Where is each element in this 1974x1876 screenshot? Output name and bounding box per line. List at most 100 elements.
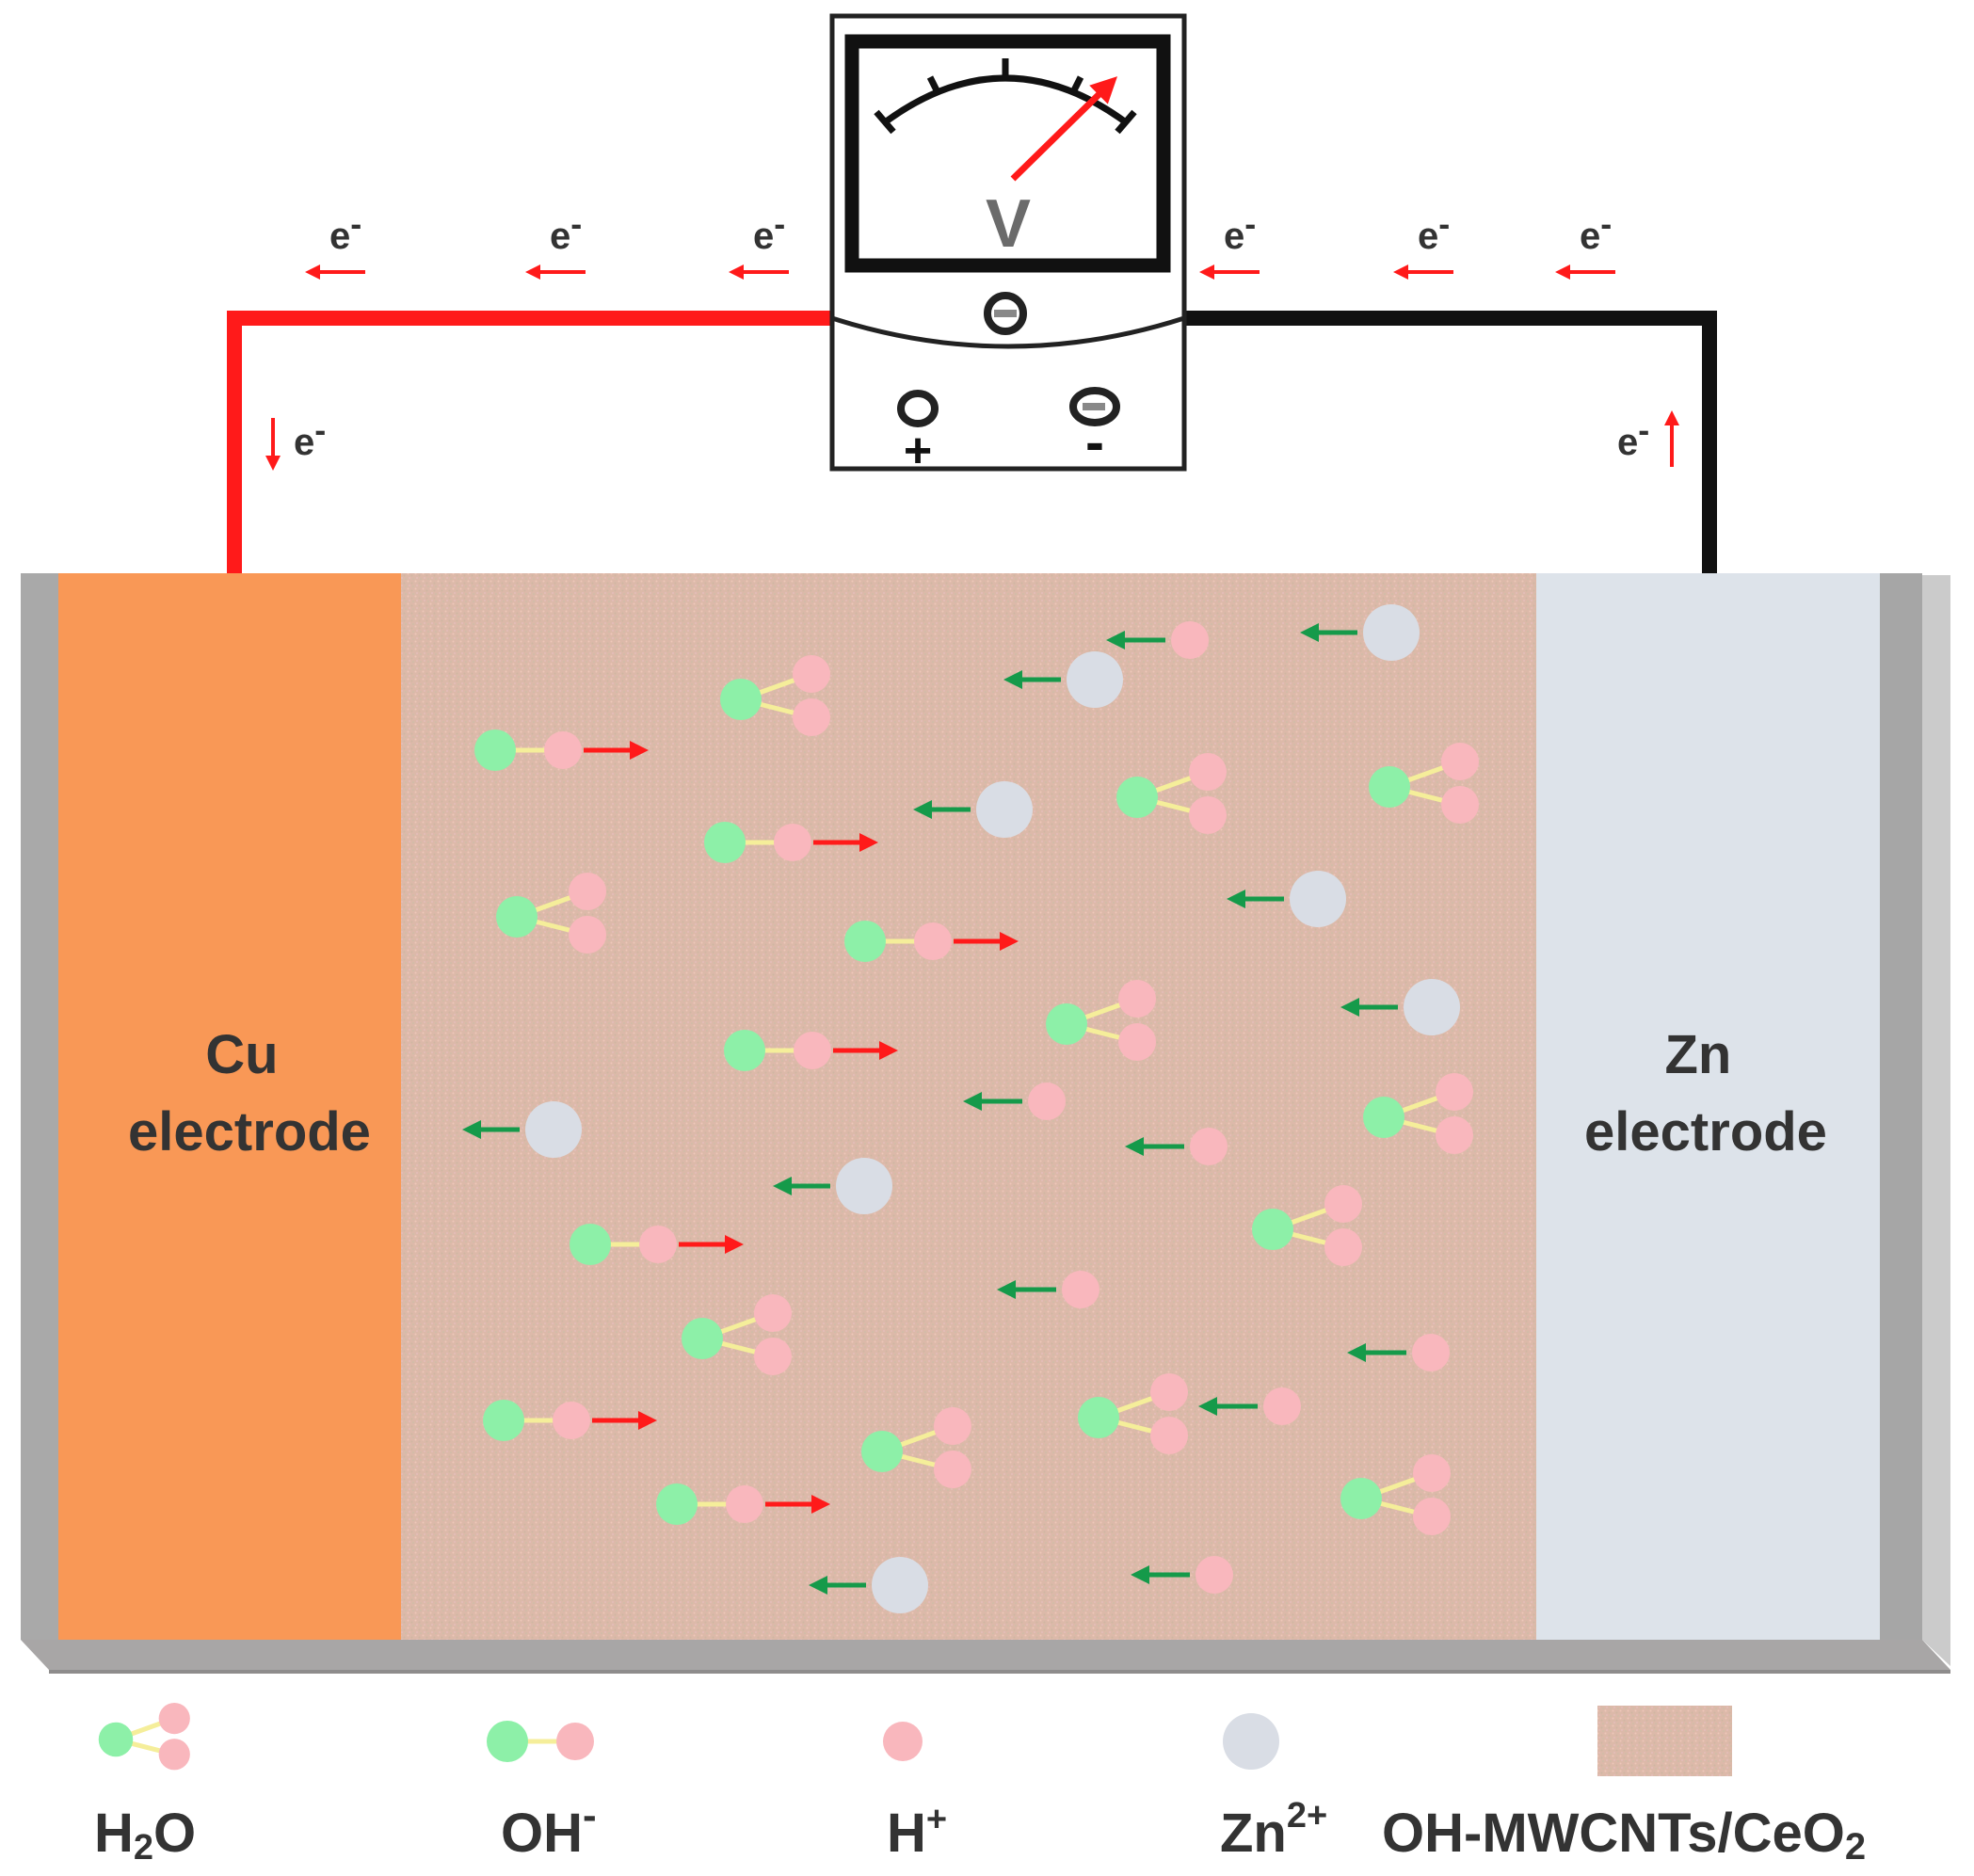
hydrogen-atom bbox=[726, 1485, 763, 1523]
hydrogen-atom bbox=[1413, 1498, 1451, 1535]
zinc-ion-sphere bbox=[1404, 979, 1460, 1035]
oxygen-atom bbox=[704, 822, 746, 863]
zinc-ion-sphere bbox=[525, 1101, 582, 1158]
zinc-ion bbox=[462, 1101, 582, 1158]
electron-label: e- bbox=[1580, 204, 1612, 257]
hydroxide-ion bbox=[724, 1030, 898, 1071]
hydrogen-atom bbox=[1189, 796, 1227, 834]
water-molecule bbox=[1369, 743, 1479, 824]
hydrogen-atom bbox=[1118, 1023, 1156, 1061]
container-base-shadow bbox=[49, 1670, 1950, 1674]
hydrogen-atom bbox=[754, 1294, 792, 1332]
legend: H2O OH- H+ Zn2+ OH-MWCNTs/CeO2 bbox=[94, 1702, 1866, 1868]
water-molecule bbox=[496, 873, 606, 954]
scale-tick-2 bbox=[926, 75, 941, 94]
oxygen-atom bbox=[1363, 1097, 1404, 1138]
hydrogen-atom bbox=[158, 1702, 190, 1735]
container-wall-right bbox=[1880, 573, 1922, 1640]
zn-electrode bbox=[1536, 573, 1880, 1640]
legend-composite-label: OH-MWCNTs/CeO2 bbox=[1382, 1803, 1866, 1868]
hydrogen-ion-sphere bbox=[1171, 621, 1209, 659]
hydrogen-atom bbox=[544, 731, 582, 769]
container-base bbox=[21, 1640, 1950, 1670]
oxygen-atom bbox=[474, 730, 516, 771]
voltmeter-symbol: V bbox=[986, 186, 1031, 262]
hydroxide-ion bbox=[844, 921, 1019, 962]
hydrogen-atom bbox=[774, 824, 811, 861]
hydrogen-ion-sphere bbox=[1062, 1271, 1099, 1308]
scale-tick-4 bbox=[1069, 75, 1084, 94]
hydrogen-atom bbox=[556, 1723, 594, 1760]
water-molecule bbox=[98, 1702, 190, 1771]
scale-tick-1 bbox=[874, 109, 896, 135]
legend-composite: OH-MWCNTs/CeO2 bbox=[1382, 1706, 1866, 1868]
legend-zinc-ion-icon bbox=[1223, 1713, 1279, 1770]
water-molecule bbox=[1078, 1373, 1188, 1454]
hydrogen-atom bbox=[1150, 1417, 1188, 1454]
legend-hydrogen-ion-icon bbox=[883, 1722, 923, 1761]
hydrogen-atom bbox=[914, 922, 952, 960]
wire-negative bbox=[1184, 311, 1717, 573]
water-molecule bbox=[720, 655, 830, 736]
oxygen-atom bbox=[1252, 1209, 1293, 1250]
hydrogen-ion bbox=[997, 1271, 1099, 1308]
legend-oh-icon bbox=[487, 1721, 594, 1762]
hydrogen-atom bbox=[793, 698, 830, 736]
hydrogen-ion bbox=[963, 1082, 1066, 1120]
cell-container bbox=[21, 573, 1950, 1674]
oxygen-atom bbox=[483, 1400, 524, 1441]
hydrogen-atom bbox=[1118, 980, 1156, 1018]
hydrogen-atom bbox=[934, 1451, 971, 1488]
oxygen-atom bbox=[724, 1030, 765, 1071]
electron-label: e- bbox=[1224, 204, 1256, 257]
oxygen-atom bbox=[1340, 1478, 1382, 1519]
hydroxide-ion bbox=[487, 1721, 594, 1762]
hydrogen-atom bbox=[553, 1402, 590, 1439]
negative-sign: - bbox=[1085, 410, 1104, 473]
hydrogen-ion-sphere bbox=[1028, 1082, 1066, 1120]
cu-electrode-label: Cu electrode bbox=[128, 1024, 371, 1162]
hydrogen-atom bbox=[934, 1407, 971, 1445]
zinc-ion bbox=[913, 781, 1033, 838]
hydrogen-atom bbox=[1413, 1454, 1451, 1492]
hydroxide-ion bbox=[570, 1224, 744, 1265]
oxygen-atom bbox=[496, 896, 538, 938]
hydrogen-atom bbox=[1441, 786, 1479, 824]
water-molecule bbox=[1116, 753, 1227, 834]
cu-electrode bbox=[58, 573, 401, 1640]
oxygen-atom bbox=[720, 679, 762, 720]
voltmeter: V + - bbox=[829, 13, 1187, 478]
electron-label: e- bbox=[550, 204, 582, 257]
hydroxide-ion bbox=[483, 1400, 657, 1441]
hydrogen-atom bbox=[639, 1226, 677, 1263]
hydrogen-atom bbox=[158, 1739, 190, 1771]
hydrogen-ion bbox=[1106, 621, 1209, 659]
oxygen-atom bbox=[1046, 1003, 1087, 1045]
scale-tick-5 bbox=[1115, 109, 1137, 135]
zinc-ion bbox=[1340, 979, 1460, 1035]
oxygen-atom bbox=[682, 1318, 723, 1359]
zinc-ion-sphere bbox=[872, 1557, 928, 1613]
water-molecule bbox=[1252, 1185, 1362, 1266]
hydrogen-ion bbox=[1125, 1128, 1228, 1165]
legend-h: H+ bbox=[883, 1722, 947, 1864]
container-wall-left bbox=[21, 573, 58, 1640]
water-molecule bbox=[1046, 980, 1156, 1061]
zinc-ion-sphere bbox=[1067, 651, 1123, 708]
legend-zn: Zn2+ bbox=[1220, 1713, 1327, 1864]
zinc-ion bbox=[1003, 651, 1123, 708]
hydrogen-atom bbox=[1324, 1185, 1362, 1223]
hydrogen-atom bbox=[1150, 1373, 1188, 1411]
hydrogen-ion-sphere bbox=[1196, 1556, 1233, 1594]
hydrogen-atom bbox=[794, 1032, 831, 1069]
zinc-ion bbox=[773, 1158, 892, 1214]
hydroxide-ion bbox=[704, 822, 878, 863]
electron-label: e- bbox=[1617, 410, 1649, 463]
hydrogen-atom bbox=[793, 655, 830, 693]
hydroxide-ion bbox=[656, 1483, 830, 1525]
oxygen-atom bbox=[487, 1721, 528, 1762]
legend-h2o: H2O bbox=[94, 1702, 196, 1868]
zinc-ion-sphere bbox=[1290, 871, 1346, 927]
oxygen-atom bbox=[656, 1483, 698, 1525]
